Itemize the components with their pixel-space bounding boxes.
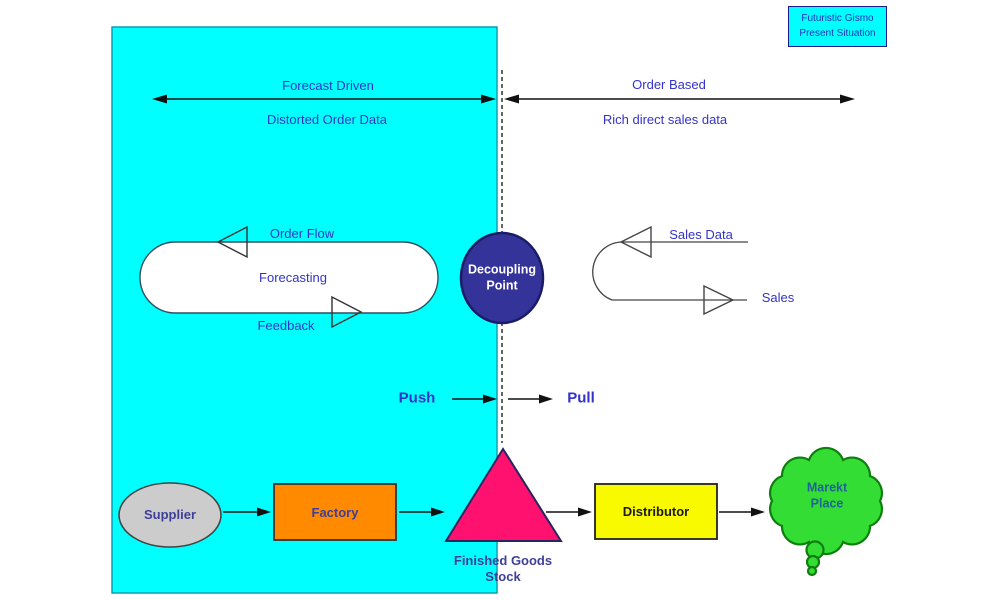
order-flow-hollow-arrowhead-icon <box>216 225 248 259</box>
title-line-1: Futuristic Gismo <box>801 13 874 24</box>
supplier-shape <box>118 482 222 548</box>
arrowhead-left-icon <box>504 94 519 104</box>
title-line-2: Present Situation <box>799 27 876 39</box>
factory-label: Factory <box>311 504 359 520</box>
finished-goods-stock-label: Finished Goods Stock <box>454 553 552 586</box>
market-line-1: Marekt <box>806 480 848 495</box>
stock-line-2: Stock <box>485 569 521 584</box>
arrowhead-right-icon <box>481 94 496 104</box>
factory-shape <box>273 483 397 541</box>
pull-arrow <box>508 394 553 404</box>
decoupling-point-label: Decoupling Point <box>468 262 536 293</box>
market-line-2: Place <box>810 496 844 510</box>
distributor-label: Distributor <box>622 503 690 519</box>
finished-goods-stock-shape <box>444 447 563 542</box>
distributor-to-market-arrow <box>719 507 765 517</box>
thought-bubble-small-icon <box>806 565 818 577</box>
forecasting-label: Forecasting <box>259 269 327 285</box>
order-flow-label: Order Flow <box>269 225 335 241</box>
decoupling-line-1: Decoupling <box>467 262 537 277</box>
stock-line-1: Finished Goods <box>453 552 553 568</box>
title-box: Futuristic Gismo Present Situation <box>788 6 887 47</box>
order-based-label: Order Based <box>632 76 706 92</box>
distorted-order-data-label: Distorted Order Data <box>267 111 387 127</box>
decoupling-point-shape <box>459 231 545 325</box>
distributor-shape <box>594 483 718 540</box>
sales-data-label: Sales Data <box>669 226 733 242</box>
stock-to-distributor-arrow <box>546 507 592 517</box>
supplier-to-factory-arrow <box>223 507 271 517</box>
supplier-label: Supplier <box>143 506 197 522</box>
factory-to-stock-arrow <box>399 507 445 517</box>
order-span-arrow <box>504 94 855 104</box>
pull-label: Pull <box>567 389 595 407</box>
push-arrow <box>452 394 497 404</box>
push-label: Push <box>398 389 436 407</box>
sales-label: Sales <box>761 289 795 305</box>
market-place-cloud-shape <box>769 446 883 577</box>
arrowhead-right-icon <box>840 94 855 104</box>
sales-loop-curve <box>592 241 748 301</box>
feedback-hollow-arrowhead-icon <box>331 295 363 329</box>
sales-hollow-arrowhead-icon <box>703 284 735 316</box>
forecast-driven-label: Forecast Driven <box>282 77 374 93</box>
forecasting-loop-shape <box>139 241 439 314</box>
feedback-label: Feedback <box>257 317 315 333</box>
decoupling-line-2: Point <box>486 278 518 292</box>
rich-direct-sales-label: Rich direct sales data <box>602 111 728 127</box>
market-place-label: Marekt Place <box>807 480 847 511</box>
sales-data-hollow-arrowhead-icon <box>619 225 652 259</box>
forecast-span-arrow <box>152 94 496 104</box>
arrowhead-left-icon <box>152 94 167 104</box>
